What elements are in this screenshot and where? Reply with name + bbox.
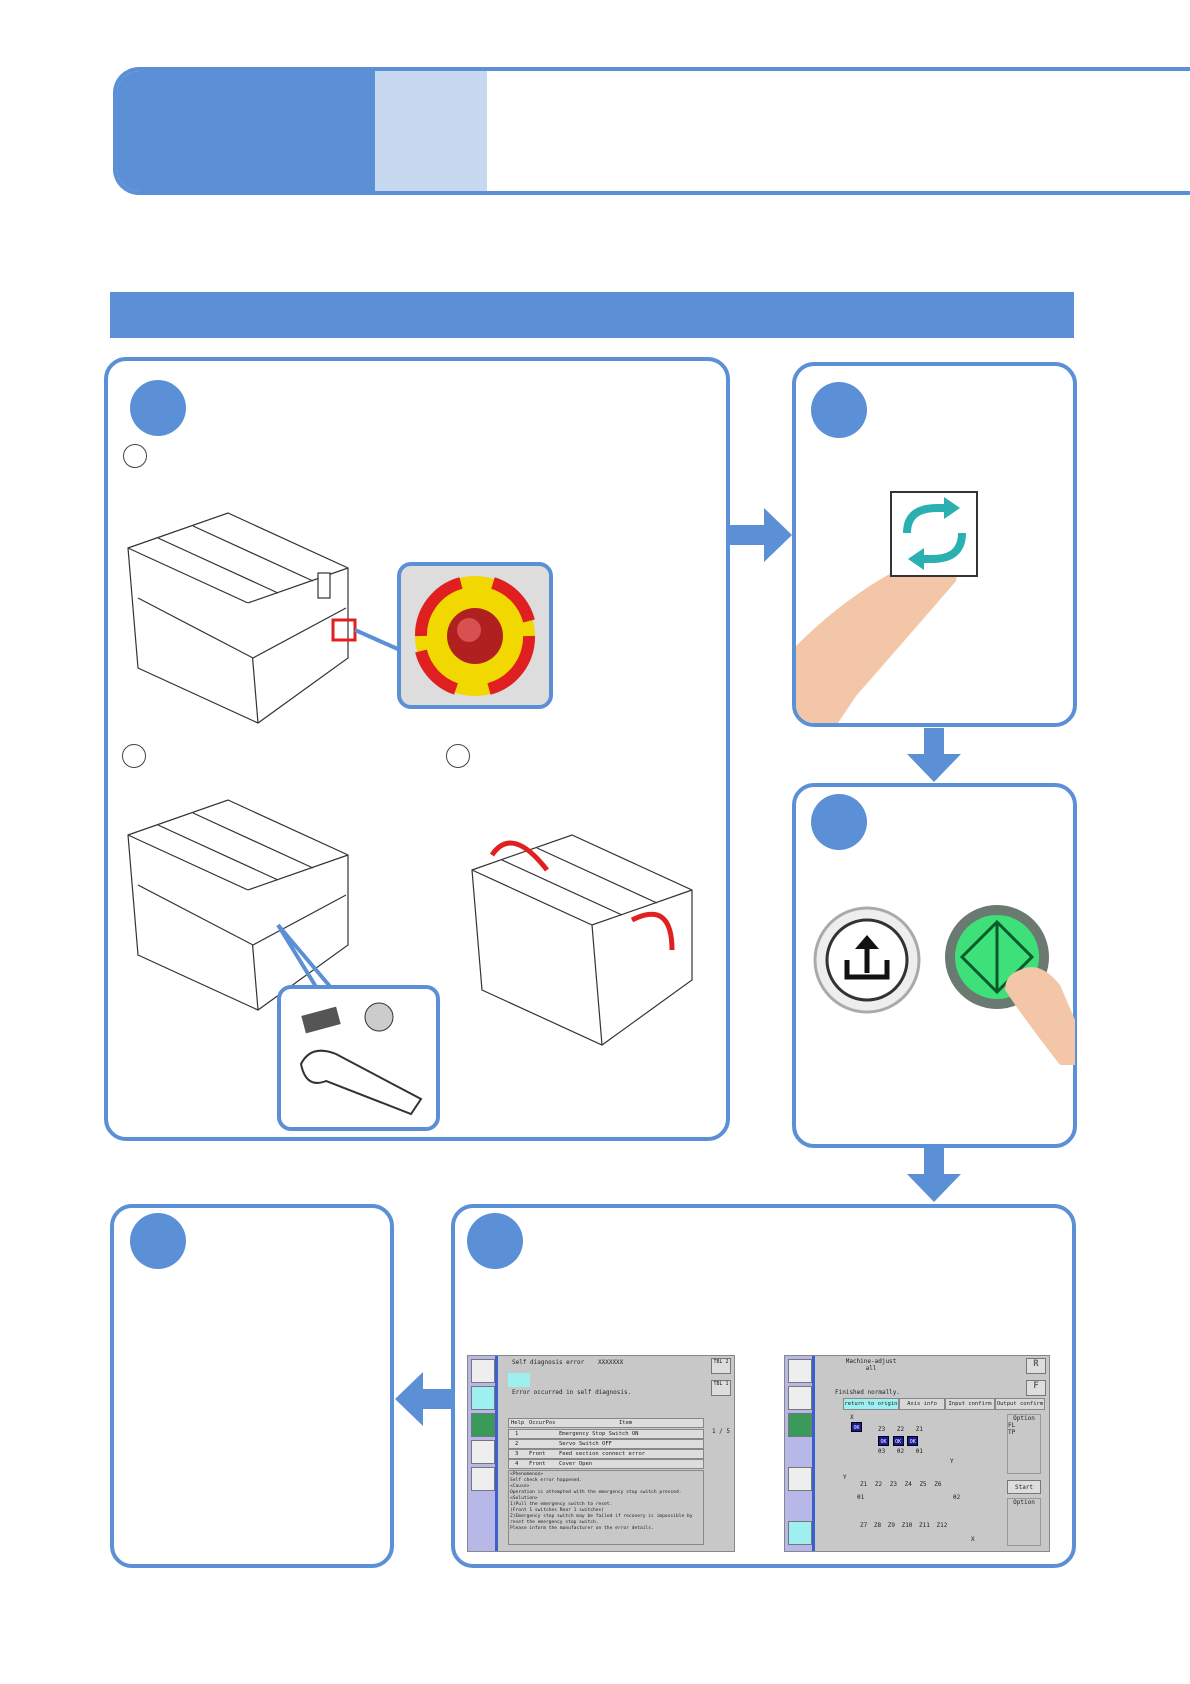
board-button[interactable] <box>471 1413 495 1437</box>
start-button[interactable]: Start <box>1007 1480 1041 1494</box>
screen-title: Self diagnosis error <box>512 1359 585 1366</box>
tp-label: TP <box>1008 1429 1016 1436</box>
reset-arrows-icon[interactable] <box>890 491 978 577</box>
step-number-circle <box>811 382 867 438</box>
step-number-circle <box>811 794 867 850</box>
theta-label: θ1 <box>857 1494 865 1501</box>
step-number-circle <box>467 1213 523 1269</box>
arrow-right <box>730 508 792 562</box>
chart-button[interactable] <box>471 1440 495 1464</box>
tools-inset <box>277 985 440 1131</box>
ok-indicator: OK <box>878 1436 889 1446</box>
option-panel: Option <box>1007 1498 1041 1546</box>
tbl-2-button[interactable]: TBL 2 <box>711 1358 731 1374</box>
reset-button[interactable] <box>471 1386 495 1410</box>
section-bar <box>110 292 1074 338</box>
side-menu <box>468 1356 498 1551</box>
x-axis-label: X <box>971 1536 975 1543</box>
x-axis-label: X <box>850 1414 854 1421</box>
alarm-button[interactable] <box>788 1467 812 1491</box>
status-message: Finished normally. <box>835 1389 901 1396</box>
tab-output-confirm[interactable]: Output confirm <box>995 1398 1045 1410</box>
file-name: XXXXXXX <box>598 1359 624 1366</box>
emergency-stop-location-callout <box>331 618 401 652</box>
home-button[interactable] <box>788 1359 812 1383</box>
screen-title: Machine-adjust all <box>845 1358 897 1372</box>
tbl-1-button[interactable]: TBL 1 <box>711 1380 731 1396</box>
origin-return-button-icon[interactable] <box>812 905 922 1015</box>
machine-illustration-tools <box>127 799 349 1011</box>
theta-label: θ2 <box>953 1494 961 1501</box>
arrow-down <box>907 1148 961 1202</box>
ok-indicator: OK <box>851 1422 862 1432</box>
tab-axis-info[interactable]: Axis info <box>899 1398 945 1410</box>
arrow-down <box>907 728 961 782</box>
fl-label: FL <box>1008 1422 1016 1429</box>
r-button[interactable]: R <box>1026 1358 1046 1374</box>
page-indicator: 1 / 5 <box>711 1428 730 1435</box>
header-light-block <box>375 71 487 191</box>
emergency-stop-inset <box>397 562 553 709</box>
toolbar-tab-active[interactable] <box>508 1373 530 1387</box>
step-number-circle <box>130 380 186 436</box>
machine-button[interactable] <box>788 1521 812 1545</box>
tab-return-to-origin[interactable]: return to origin <box>843 1398 899 1410</box>
machine-illustration-covers <box>471 834 693 1046</box>
y-axis-label: Y <box>843 1474 847 1481</box>
error-details: <Phenomenon>Self check error happened.<C… <box>508 1470 704 1545</box>
wrench-icon <box>299 1002 423 1116</box>
y-axis-label: Y <box>950 1458 954 1465</box>
reset-button[interactable] <box>788 1386 812 1410</box>
alarm-button[interactable] <box>471 1467 495 1491</box>
home-button[interactable] <box>471 1359 495 1383</box>
status-message: Error occurred in self diagnosis. <box>512 1389 632 1396</box>
ok-indicator: OK <box>892 1436 904 1446</box>
substep-circle <box>123 444 147 468</box>
f-button[interactable]: F <box>1026 1380 1046 1396</box>
substep-circle <box>122 744 146 768</box>
machine-adjust-screen: Machine-adjust all R F Finished normally… <box>784 1355 1050 1552</box>
arrow-left <box>395 1372 453 1426</box>
header-dark-block <box>117 71 375 191</box>
tab-input-confirm[interactable]: Input confirm <box>945 1398 995 1410</box>
step-number-circle <box>130 1213 186 1269</box>
machine-illustration <box>127 512 349 724</box>
finger-press-icon <box>1005 967 1075 1065</box>
header-band <box>113 67 1190 195</box>
ok-indicator: OK <box>907 1436 919 1446</box>
substep-circle <box>446 744 470 768</box>
side-menu <box>785 1356 815 1551</box>
option-label: Option <box>1013 1415 1035 1422</box>
emergency-stop-icon <box>414 576 536 696</box>
finger-press-icon <box>796 553 957 723</box>
board-button[interactable] <box>788 1413 812 1437</box>
self-diagnosis-error-screen: Self diagnosis error XXXXXXX TBL 2 TBL 1… <box>467 1355 735 1552</box>
